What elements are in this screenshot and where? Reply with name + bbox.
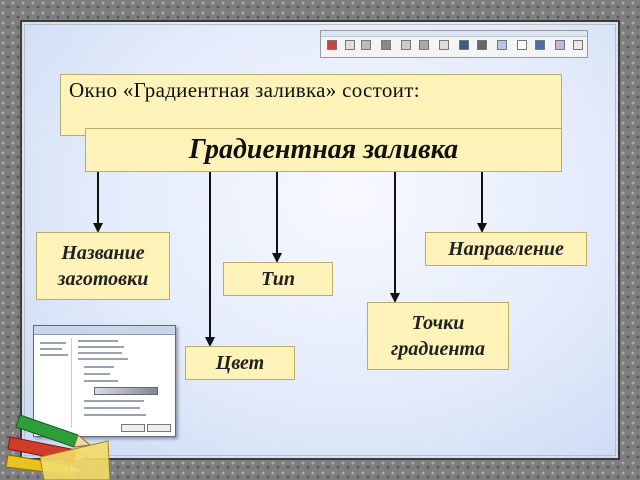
crayons-icon	[5, 414, 110, 480]
main-title-box: Градиентная заливка	[85, 128, 562, 172]
gradient-points-box: Точки градиента	[367, 302, 509, 370]
ribbon-thumbnail	[320, 30, 588, 58]
ribbon-tabs-strip	[321, 31, 587, 37]
color-box: Цвет	[185, 346, 295, 380]
direction-box: Направление	[425, 232, 587, 266]
type-box: Тип	[223, 262, 333, 296]
intro-text-box: Окно «Градиентная заливка» состоит:	[60, 74, 562, 136]
preset-name-box: Название заготовки	[36, 232, 170, 300]
dialog-thumbnail	[33, 325, 176, 437]
